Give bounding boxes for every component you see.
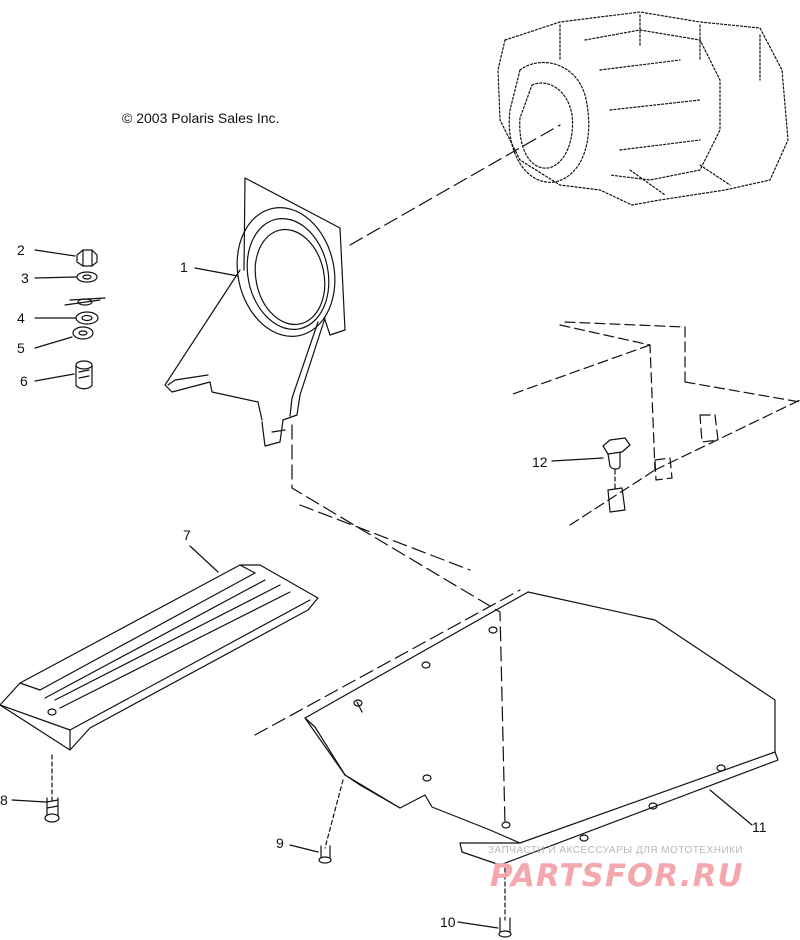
hull-outline	[509, 321, 800, 526]
callout-4: 4	[17, 310, 25, 326]
part-11-skid-plate	[304, 591, 779, 938]
callout-7: 7	[183, 527, 191, 543]
watermark-logo: PARTSFOR.RU	[490, 858, 744, 894]
hardware-stack	[64, 249, 106, 390]
copyright-text: © 2003 Polaris Sales Inc.	[122, 110, 280, 126]
leader-lines	[11, 249, 753, 929]
callout-11: 11	[752, 819, 767, 835]
callout-9: 9	[276, 835, 284, 851]
callout-1: 1	[180, 259, 188, 275]
callout-3: 3	[21, 270, 29, 286]
part-7-runner	[0, 564, 319, 823]
callout-6: 6	[20, 373, 28, 389]
part-12-grommet	[602, 437, 631, 513]
callout-5: 5	[17, 340, 25, 356]
watermark-caption: ЗАПЧАСТИ И АКСЕССУАРЫ ДЛЯ МОТОТЕХНИКИ	[488, 845, 744, 856]
callout-8: 8	[0, 792, 8, 808]
callout-10: 10	[440, 914, 456, 930]
part-1-shroud	[164, 177, 346, 447]
engine-housing	[497, 11, 789, 206]
callout-2: 2	[17, 242, 25, 258]
callout-12: 12	[532, 454, 548, 470]
